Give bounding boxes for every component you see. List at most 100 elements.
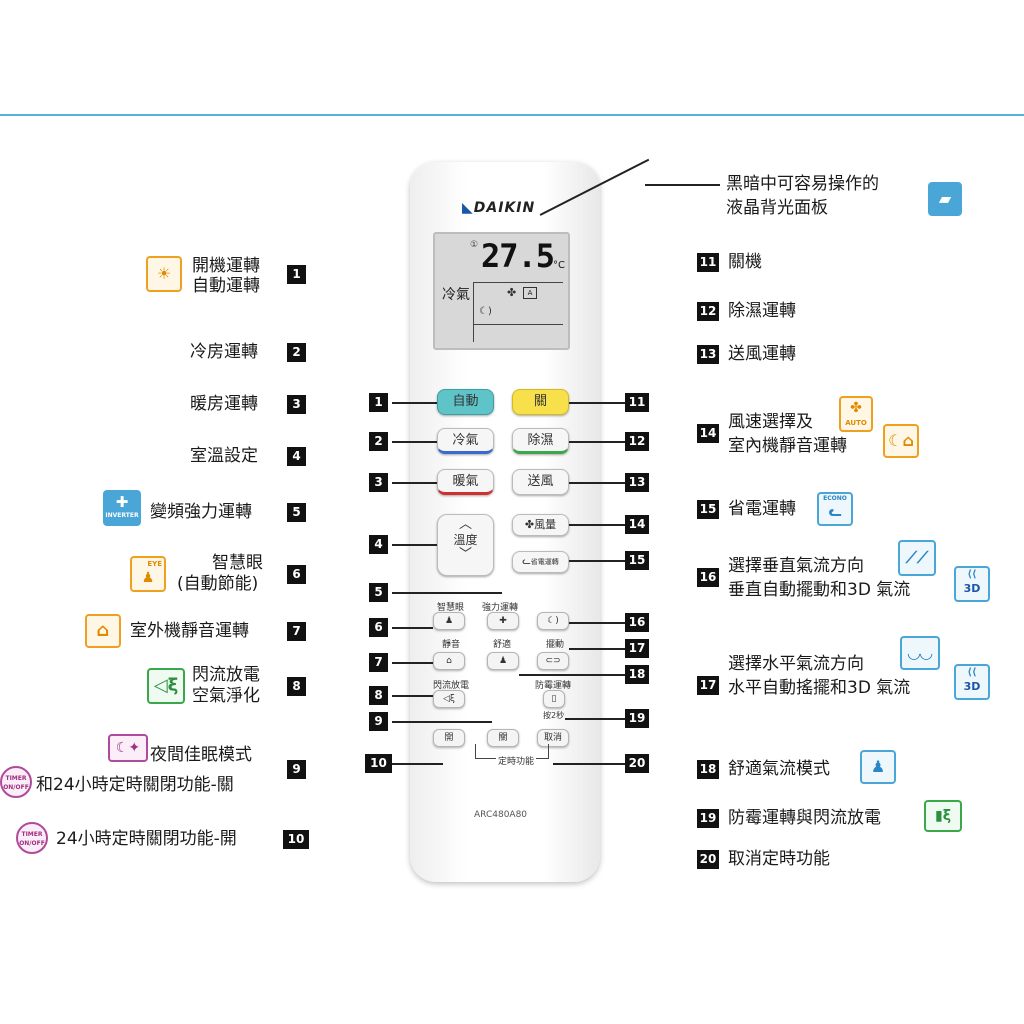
streamer-sublabel: 閃流放電 (433, 681, 470, 691)
badge-4: 4 (369, 535, 388, 554)
top-divider (0, 114, 1024, 116)
leader-18 (519, 674, 625, 676)
econo-icon-legend: ECONO ᓚ (817, 492, 853, 526)
leader-20 (553, 763, 625, 765)
3d-icon-17: ⟨⟨ 3D (954, 664, 990, 700)
leader-5 (392, 592, 502, 594)
right-badge-14: 14 (697, 424, 719, 443)
temp-up-icon[interactable]: ︿ (458, 517, 472, 532)
brand-logo: ◣DAIKIN (462, 200, 536, 216)
3d-icon-16: ⟨⟨ 3D (954, 566, 990, 602)
outdoor-quiet-button[interactable]: ⌂ (433, 652, 465, 670)
quiet-sublabel: 靜音 (442, 640, 461, 650)
timer-cancel-button[interactable]: 取消 (537, 729, 569, 747)
comfort-airflow-icon: ♟︎ (860, 750, 896, 784)
label-14a: 風速選擇及 (728, 412, 813, 432)
econo-button[interactable]: ᓚ省電運轉 (512, 551, 569, 573)
lcd-auto-box: A (523, 287, 537, 299)
heat-button[interactable]: 暖氣 (437, 469, 494, 495)
fan-button[interactable]: 送風 (512, 469, 569, 495)
badge-14: 14 (625, 515, 649, 534)
leader-16 (569, 622, 625, 624)
badge-5: 5 (369, 583, 388, 602)
label-1b: 自動運轉 (192, 276, 260, 296)
badge-18: 18 (625, 665, 649, 684)
timer-sublabel: 定時功能 (496, 754, 537, 767)
label-8b: 空氣淨化 (192, 686, 260, 706)
badge-3: 3 (369, 473, 388, 492)
leader-17 (569, 648, 625, 650)
label-2: 冷房運轉 (190, 342, 258, 362)
label-8a: 閃流放電 (192, 665, 260, 685)
temp-down-icon[interactable]: ﹀ (458, 547, 472, 562)
left-badge-7: 7 (287, 622, 306, 641)
leader-14 (569, 524, 625, 526)
indoor-quiet-icon: ☾⌂ (883, 424, 919, 458)
label-18: 舒適氣流模式 (728, 759, 830, 779)
left-badge-10: 10 (283, 830, 309, 849)
label-20: 取消定時功能 (728, 849, 830, 869)
3d-arrows-icon: ⟨⟨ (967, 569, 977, 580)
right-badge-16: 16 (697, 568, 719, 587)
right-badge-18: 18 (697, 760, 719, 779)
mold-proof-button[interactable]: ▯ (543, 690, 565, 708)
fan-speed-icon: ✤ (524, 518, 535, 531)
leader-11 (569, 402, 625, 404)
lcd-timer-icon: ① (470, 240, 479, 250)
temp-label: 溫度 (453, 533, 478, 547)
eye-icon: EYE ♟︎ (130, 556, 166, 592)
leader-4 (392, 544, 437, 546)
powerful-sublabel: 強力運轉 (482, 603, 519, 613)
leader-9 (392, 721, 492, 723)
swing-button[interactable]: ⊂⊃ (537, 652, 569, 670)
label-10: 24小時定時關閉功能-開 (56, 829, 237, 849)
3d-arrows-icon-17: ⟨⟨ (967, 667, 977, 678)
comfort-sublabel: 舒適 (493, 640, 512, 650)
left-badge-6: 6 (287, 565, 306, 584)
eye-button[interactable]: ♟︎ (433, 612, 465, 630)
leader-10 (392, 763, 443, 765)
econo-icon: ᓚ (522, 556, 531, 567)
comfort-button[interactable]: ♟︎ (487, 652, 519, 670)
inverter-figure-icon: ✚ (115, 493, 129, 511)
swing-sublabel: 擺動 (546, 640, 565, 650)
econo-arrow-icon: ᓚ (828, 504, 842, 520)
lcd-frame-line2 (473, 282, 563, 283)
badge-9: 9 (369, 712, 388, 731)
label-1a: 開機運轉 (192, 256, 260, 276)
badge-15: 15 (625, 551, 649, 570)
cool-button[interactable]: 冷氣 (437, 428, 494, 454)
vertical-swing-icon: ⟋⟋ (898, 540, 936, 576)
left-badge-3: 3 (287, 395, 306, 414)
backlight-icon: ▰ (928, 182, 962, 216)
outdoor-quiet-icon: ⌂ (85, 614, 121, 648)
badge-17: 17 (625, 639, 649, 658)
dry-button[interactable]: 除濕 (512, 428, 569, 454)
badge-20: 20 (625, 754, 649, 773)
lcd-fan-icon: ✤ (507, 286, 517, 299)
lcd-mode: 冷氣 (442, 287, 470, 303)
leader-19 (565, 718, 625, 720)
right-badge-17: 17 (697, 676, 719, 695)
badge-11: 11 (625, 393, 649, 412)
night-quiet-button[interactable]: ☾) (537, 612, 569, 630)
label-13: 送風運轉 (728, 344, 796, 364)
right-badge-13: 13 (697, 345, 719, 364)
timer-off-button[interactable]: 關 (487, 729, 519, 747)
badge-12: 12 (625, 432, 649, 451)
timer-on-button[interactable]: 開 (433, 729, 465, 747)
streamer-button[interactable]: ◁ξ (433, 690, 465, 708)
label-9b: 和24小時定時關閉功能-關 (36, 775, 234, 795)
lcd-panel: ① 27.5 °C 冷氣 ✤ A ☾) (433, 232, 570, 350)
badge-1: 1 (369, 393, 388, 412)
label-6b: (自動節能) (177, 574, 259, 594)
badge-16: 16 (625, 613, 649, 632)
badge-2: 2 (369, 432, 388, 451)
fan-speed-button[interactable]: ✤風量 (512, 514, 569, 536)
auto-button[interactable]: 自動 (437, 389, 494, 415)
label-lcd-a: 黑暗中可容易操作的 (726, 174, 879, 194)
off-button[interactable]: 關 (512, 389, 569, 415)
temp-rocker[interactable]: ︿ 溫度 ﹀ (437, 514, 494, 576)
right-badge-15: 15 (697, 500, 719, 519)
powerful-button[interactable]: ✚ (487, 612, 519, 630)
